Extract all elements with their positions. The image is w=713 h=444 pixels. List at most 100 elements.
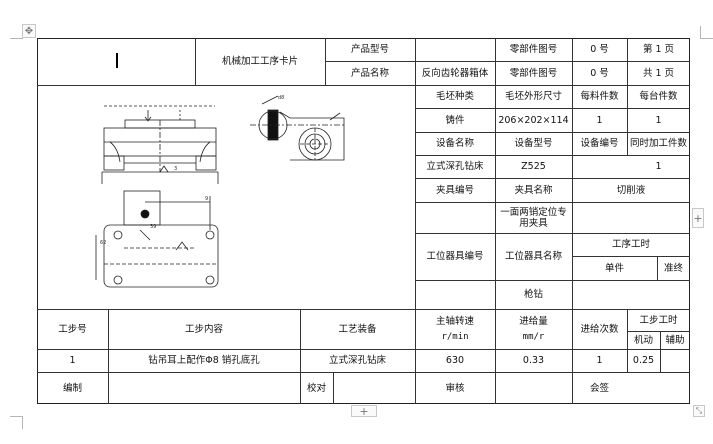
fixture-number-label: 夹具编号: [435, 184, 474, 196]
part-drawing-label: 零部件图号: [509, 44, 558, 55]
blank-type-label: 毛坯种类: [435, 91, 474, 102]
spindle-speed-cell[interactable]: 630: [445, 355, 465, 366]
page-total: 共 1 页: [642, 67, 675, 79]
grid-line: [325, 61, 690, 62]
review-label: 审核: [445, 382, 465, 394]
equipment-name-label: 设备名称: [435, 138, 474, 149]
countersign-label: 会签: [589, 382, 609, 394]
drawing-dim-label: 3: [174, 166, 177, 172]
part-drawing-value[interactable]: 0 号: [590, 67, 609, 79]
pass-count-cell[interactable]: 1: [596, 355, 603, 366]
grid-line: [495, 309, 496, 404]
grid-line: [572, 202, 573, 309]
feed-rate-label: 进给量: [519, 315, 548, 327]
grid-line: [415, 309, 416, 404]
step-number-cell[interactable]: 1: [69, 355, 76, 366]
grid-line: [415, 202, 690, 203]
product-name-value[interactable]: 反向齿轮器箱体: [421, 67, 489, 79]
blank-size-value[interactable]: 206×202×114: [498, 114, 569, 126]
grid-line: [333, 372, 334, 404]
grid-line: [660, 331, 661, 372]
fixture-name-value[interactable]: 一面两销定位专用夹具: [500, 206, 567, 229]
per-machine-value[interactable]: 1: [655, 114, 662, 126]
grid-line: [572, 309, 573, 404]
pass-count-header: 进给次数: [580, 323, 619, 335]
text-cursor: [116, 53, 118, 68]
compiled-by-label: 编制: [62, 382, 82, 394]
blank-type-value[interactable]: 铸件: [445, 114, 465, 126]
grid-line: [415, 38, 416, 309]
machine-time-cell[interactable]: 0.25: [632, 355, 655, 366]
prep-final-label: 准终: [663, 262, 683, 274]
grid-line: [627, 309, 628, 372]
feed-rate-unit: mm/r: [522, 331, 545, 342]
spindle-speed-label: 主轴转速: [435, 315, 474, 327]
feed-rate-cell[interactable]: 0.33: [522, 355, 545, 366]
grid-line: [108, 309, 109, 404]
per-blank-value[interactable]: 1: [596, 114, 603, 126]
spindle-speed-unit: r/min: [441, 331, 469, 342]
side-view: [250, 95, 345, 161]
single-piece-label: 单件: [604, 262, 624, 274]
part-drawing-label: 零部件图号: [509, 67, 558, 79]
drawing-dim-label: 62: [100, 240, 106, 246]
auxiliary-time-header: 辅助: [665, 334, 685, 346]
page-number: 第 1 页: [642, 44, 675, 55]
fixture-name-label: 夹具名称: [514, 184, 553, 196]
grid-line: [627, 38, 628, 85]
grid-line: [37, 85, 690, 86]
grid-line: [415, 178, 690, 179]
grid-line: [195, 38, 196, 85]
table-resize-handle[interactable]: ⤡: [693, 405, 705, 417]
equipment-model-label: 设备型号: [514, 138, 553, 149]
grid-line: [37, 349, 690, 350]
add-row-button[interactable]: +: [351, 405, 377, 418]
grid-line: [37, 309, 690, 310]
grid-line: [572, 38, 573, 85]
process-card-table: [37, 38, 690, 404]
grid-line: [657, 256, 658, 280]
station-tool-name-value[interactable]: 枪钻: [523, 289, 543, 300]
station-tool-number-label: 工位器具编号: [426, 251, 484, 262]
grid-line: [415, 132, 690, 133]
grid-line: [572, 85, 573, 178]
grid-line: [415, 233, 690, 234]
add-column-button[interactable]: +: [692, 208, 704, 228]
table-move-handle[interactable]: ✥: [22, 24, 36, 38]
grid-line: [415, 155, 690, 156]
spindle-speed-header: 主轴转速 r/min: [415, 309, 495, 349]
grid-line: [325, 38, 326, 85]
parallel-count-value[interactable]: 1: [655, 161, 662, 172]
drawing-dim-label: 39: [150, 224, 156, 230]
margin-corner-mark: [700, 26, 713, 39]
grid-line: [415, 108, 690, 109]
product-name-label: 产品名称: [350, 67, 389, 79]
step-time-header: 工步工时: [639, 314, 678, 326]
top-view: [95, 190, 219, 288]
process-equipment-header: 工艺装备: [338, 323, 377, 335]
margin-corner-mark: [10, 416, 23, 429]
step-content-cell[interactable]: 钻吊耳上配作Φ8 销孔底孔: [148, 355, 260, 366]
front-view: [101, 105, 219, 184]
grid-line: [415, 280, 690, 281]
grid-line: [572, 256, 690, 257]
grid-line: [572, 178, 573, 202]
part-drawing-value[interactable]: 0 号: [590, 44, 609, 55]
equipment-name-value[interactable]: 立式深孔钻床: [426, 161, 484, 172]
grid-line: [495, 202, 496, 309]
card-title: 机械加工工序卡片: [221, 56, 298, 67]
coolant-label: 切削液: [616, 184, 646, 196]
drawing-dim-label: d8: [278, 95, 284, 101]
step-number-header: 工步号: [58, 323, 87, 335]
station-tool-name-label: 工位器具名称: [504, 251, 562, 262]
process-time-label: 工序工时: [611, 239, 650, 250]
process-equipment-cell[interactable]: 立式深孔钻床: [328, 355, 386, 366]
grid-line: [627, 132, 628, 155]
step-content-header: 工步内容: [184, 323, 223, 335]
product-model-label: 产品型号: [350, 44, 389, 55]
equipment-model-value[interactable]: Z525: [521, 161, 546, 172]
grid-line: [495, 38, 496, 85]
grid-line: [627, 85, 628, 132]
feed-rate-header: 进给量 mm/r: [495, 309, 572, 349]
